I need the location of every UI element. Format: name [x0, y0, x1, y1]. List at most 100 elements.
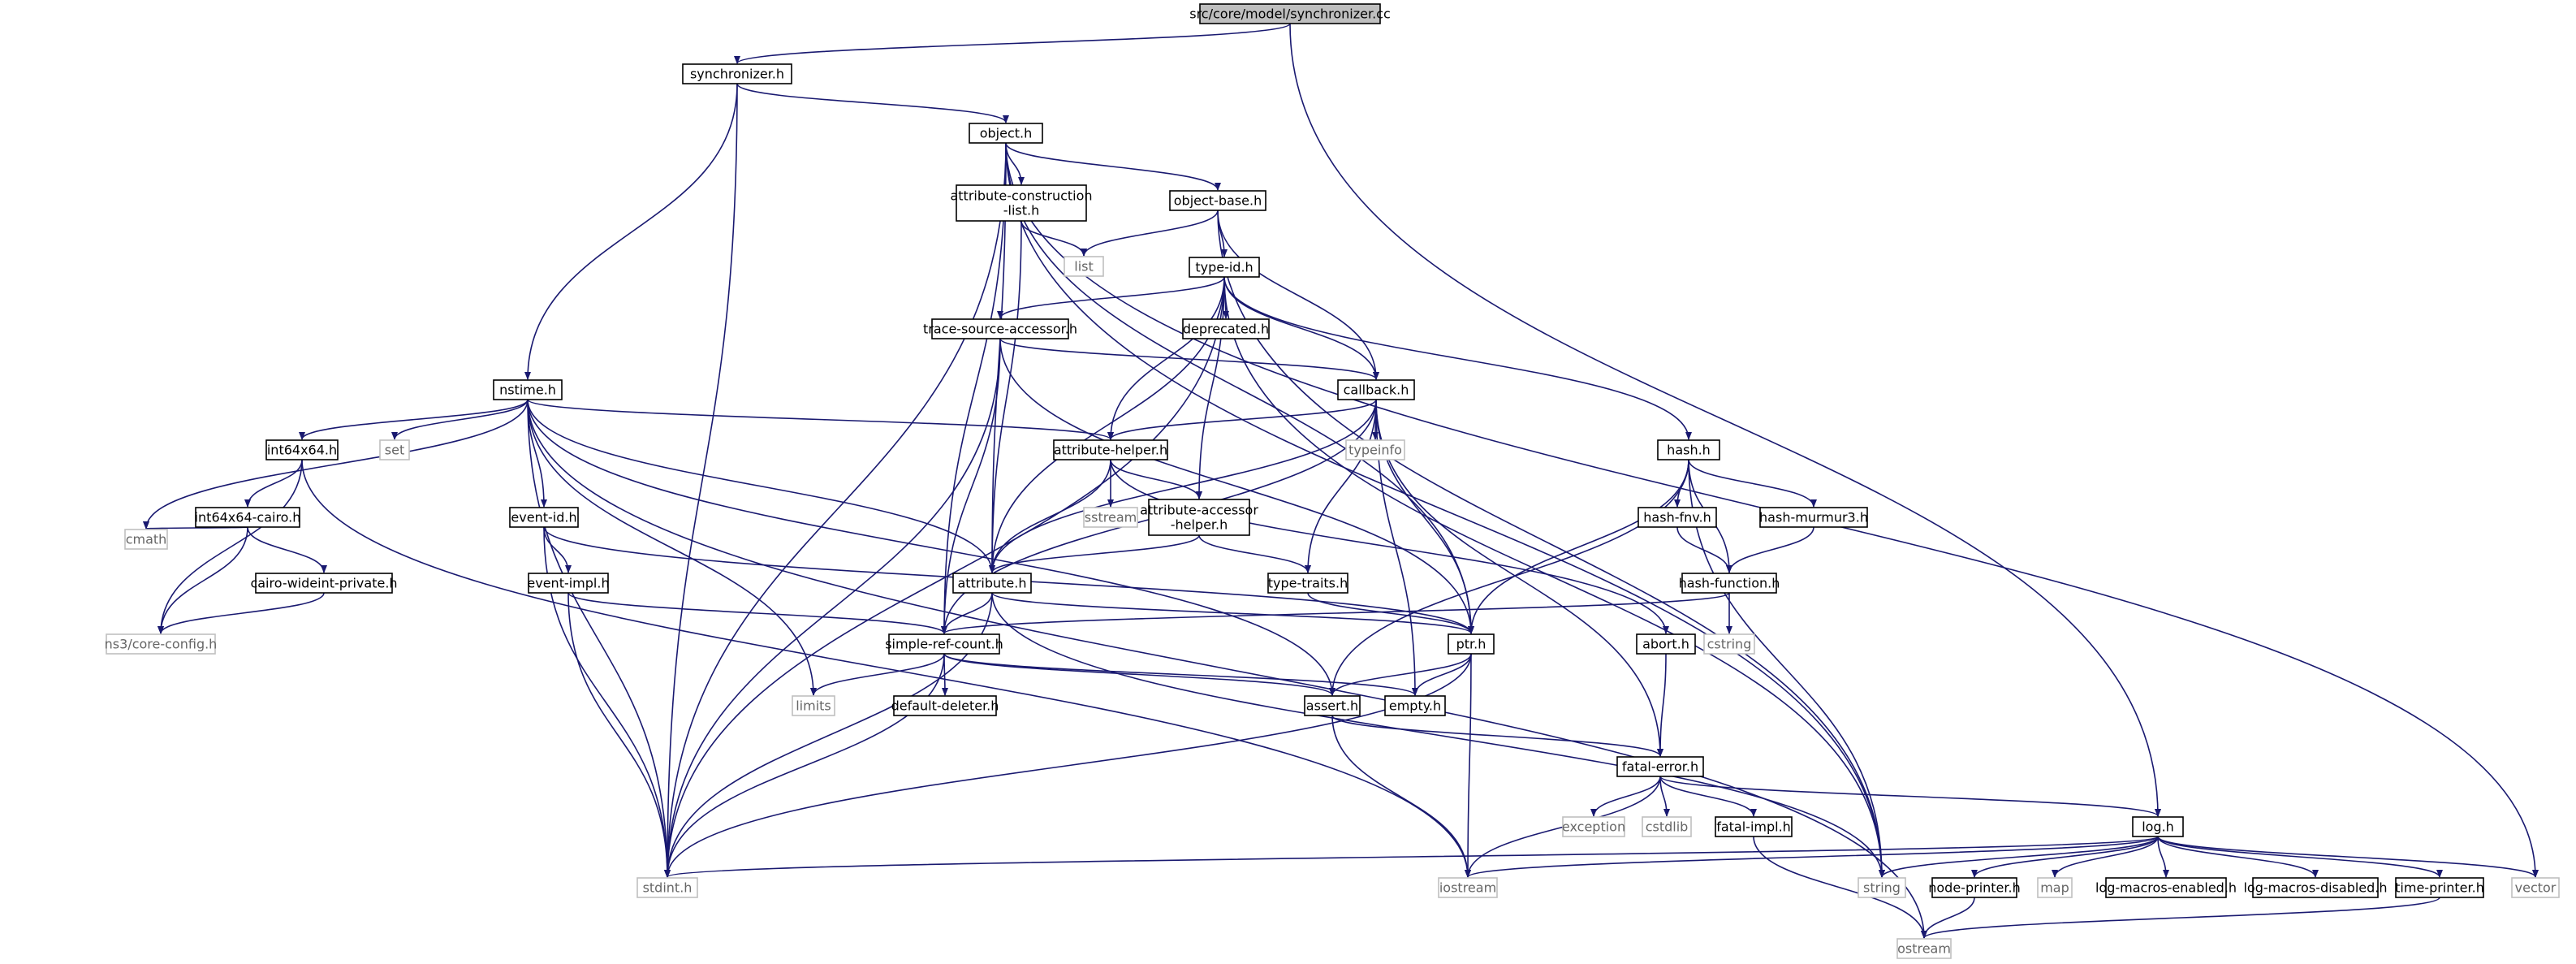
- node-label: type-traits.h: [1268, 576, 1348, 591]
- edge-ptr-to-iostream: [1465, 653, 1472, 878]
- node-acl[interactable]: attribute-construction-list.h: [950, 184, 1093, 222]
- node-simpleref[interactable]: simple-ref-count.h: [885, 633, 1003, 655]
- node-attribute[interactable]: attribute.h: [952, 573, 1032, 594]
- node-label: synchronizer.h: [690, 67, 784, 82]
- edge-object-to-ptr: [1005, 142, 1474, 634]
- node-typeinfo[interactable]: typeinfo: [1345, 439, 1405, 460]
- edge-synccc-to-synch: [734, 23, 1291, 64]
- edge-log-to-stdint: [664, 836, 2159, 878]
- node-box: [2132, 816, 2184, 837]
- node-label: cairo-wideint-private.h: [250, 576, 397, 591]
- node-label: hash-fnv.h: [1643, 510, 1711, 525]
- node-box: [1448, 633, 1495, 655]
- node-box: [1199, 3, 1381, 24]
- node-abort[interactable]: abort.h: [1636, 633, 1696, 655]
- node-empty[interactable]: empty.h: [1384, 695, 1446, 716]
- edge-objbase-to-list: [1081, 210, 1219, 257]
- node-int64cairo[interactable]: int64x64-cairo.h: [195, 507, 301, 528]
- edge-ptr-to-empty: [1412, 653, 1472, 696]
- edge-simpleref-to-assert: [943, 653, 1335, 696]
- node-map[interactable]: map: [2037, 877, 2073, 898]
- node-iostream[interactable]: iostream: [1438, 877, 1498, 898]
- node-box: [636, 877, 698, 898]
- node-timeprinter[interactable]: time-printer.h: [2395, 877, 2484, 898]
- node-cairowide[interactable]: cairo-wideint-private.h: [250, 573, 398, 594]
- node-label: map: [2040, 880, 2069, 896]
- node-eventimpl[interactable]: event-impl.h: [527, 573, 610, 594]
- node-ptr[interactable]: ptr.h: [1448, 633, 1495, 655]
- node-synch[interactable]: synchronizer.h: [682, 63, 792, 84]
- node-fatalimpl[interactable]: fatal-impl.h: [1715, 816, 1793, 837]
- node-exception[interactable]: exception: [1562, 816, 1625, 837]
- node-label: object-base.h: [1174, 193, 1262, 209]
- node-assert[interactable]: assert.h: [1304, 695, 1361, 716]
- node-typeid[interactable]: type-id.h: [1189, 257, 1260, 278]
- node-object[interactable]: object.h: [969, 123, 1043, 144]
- edge-hash-to-ptr: [1468, 459, 1689, 634]
- node-box: [1304, 695, 1361, 716]
- node-log[interactable]: log.h: [2132, 816, 2184, 837]
- edge-nstime-to-set: [391, 399, 529, 440]
- node-typetraits[interactable]: type-traits.h: [1267, 573, 1348, 594]
- node-synccc[interactable]: src/core/model/synchronizer.cc: [1189, 3, 1391, 24]
- node-label: set: [385, 443, 404, 458]
- node-fatalerror[interactable]: fatal-error.h: [1616, 756, 1704, 777]
- node-box: [969, 123, 1043, 144]
- node-aah[interactable]: attribute-accessor-helper.h: [1140, 499, 1258, 536]
- node-label: cstdlib: [1646, 819, 1689, 835]
- node-hashfnv[interactable]: hash-fnv.h: [1638, 507, 1717, 528]
- node-ostream[interactable]: ostream: [1896, 938, 1952, 959]
- node-box: [1616, 756, 1704, 777]
- edge-log-to-timeprinter: [2157, 836, 2443, 878]
- edge-simpleref-to-stdint: [664, 653, 945, 878]
- edge-attrhelper-to-abort: [1110, 459, 1669, 634]
- node-label: event-id.h: [511, 510, 576, 525]
- node-box: [265, 439, 339, 460]
- node-objbase[interactable]: object-base.h: [1169, 190, 1266, 211]
- node-box: [682, 63, 792, 84]
- edge-cairowide-to-coreconfig: [157, 592, 325, 634]
- node-deprecated[interactable]: deprecated.h: [1182, 318, 1270, 339]
- node-callback[interactable]: callback.h: [1337, 379, 1415, 400]
- edge-abort-to-fatalerror: [1657, 653, 1667, 757]
- edge-eventimpl-to-simpleref: [567, 592, 947, 634]
- node-box: [255, 573, 393, 594]
- node-box: [1858, 877, 1906, 898]
- node-tsa[interactable]: trace-source-accessor.h: [923, 318, 1077, 339]
- node-string[interactable]: string: [1858, 877, 1906, 898]
- edge-nstime-to-ostream: [527, 399, 1927, 939]
- node-set[interactable]: set: [379, 439, 410, 460]
- edge-int64x64-to-int64cairo: [244, 459, 303, 508]
- node-sstream[interactable]: sstream: [1083, 507, 1138, 528]
- node-label: object.h: [980, 126, 1033, 141]
- node-logdis[interactable]: log-macros-disabled.h: [2243, 877, 2388, 898]
- node-defdeleter[interactable]: default-deleter.h: [891, 695, 999, 716]
- node-cmath[interactable]: cmath: [124, 529, 168, 550]
- node-logen[interactable]: log-macros-enabled.h: [2095, 877, 2237, 898]
- edge-assert-to-fatalerror: [1331, 715, 1663, 757]
- node-box: [509, 507, 579, 528]
- node-label: limits: [796, 698, 831, 714]
- node-hashmurmur[interactable]: hash-murmur3.h: [1759, 507, 1868, 528]
- edge-synch-to-object: [736, 83, 1009, 123]
- node-nstime[interactable]: nstime.h: [493, 379, 563, 400]
- node-nodeprinter[interactable]: node-printer.h: [1928, 877, 2021, 898]
- edge-acl-to-attribute: [989, 220, 1022, 573]
- node-stdint[interactable]: stdint.h: [636, 877, 698, 898]
- node-vector[interactable]: vector: [2511, 877, 2560, 898]
- node-cstdlib[interactable]: cstdlib: [1642, 816, 1692, 837]
- node-int64x64[interactable]: int64x64.h: [265, 439, 339, 460]
- node-cstring[interactable]: cstring: [1703, 633, 1755, 655]
- edge-log-to-map: [2052, 836, 2159, 878]
- node-label: typeinfo: [1348, 443, 1402, 458]
- node-label: attribute-construction-list.h: [950, 188, 1092, 218]
- node-box: [106, 633, 216, 655]
- node-label: hash-function.h: [1679, 576, 1780, 591]
- node-hashfunc[interactable]: hash-function.h: [1679, 573, 1780, 594]
- node-attrhelper[interactable]: attribute-helper.h: [1053, 439, 1168, 460]
- node-coreconfig[interactable]: ns3/core-config.h: [105, 633, 218, 655]
- node-eventid[interactable]: event-id.h: [509, 507, 579, 528]
- node-hash[interactable]: hash.h: [1657, 439, 1720, 460]
- node-limits[interactable]: limits: [792, 695, 835, 716]
- node-list[interactable]: list: [1064, 256, 1104, 277]
